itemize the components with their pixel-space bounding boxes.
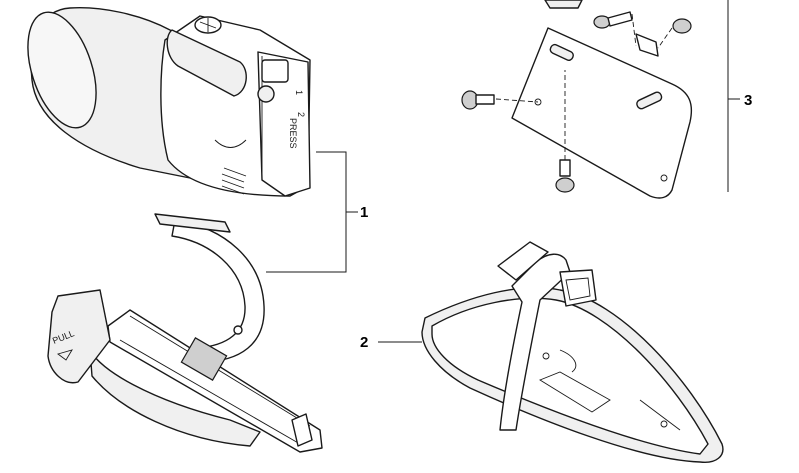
callout-3: 3 [744,92,752,109]
callout-3-group: 3 [727,0,752,192]
flashlight: 1 2 PRESS [27,7,311,197]
mounting-plate-group [461,0,693,199]
carry-case [421,241,724,463]
holder-clip: PULL [47,213,323,453]
screw-bottom [555,159,575,193]
screw-top [593,11,633,29]
digit-two-label: 2 [296,112,306,117]
press-label: PRESS [288,118,298,149]
callout-1-group: 1 [266,151,368,273]
callout-2-group: 2 [360,334,422,351]
callout-1: 1 [360,204,368,221]
screw-left [461,90,495,110]
digit-one-label: 1 [294,90,304,95]
callout-2: 2 [360,334,368,351]
